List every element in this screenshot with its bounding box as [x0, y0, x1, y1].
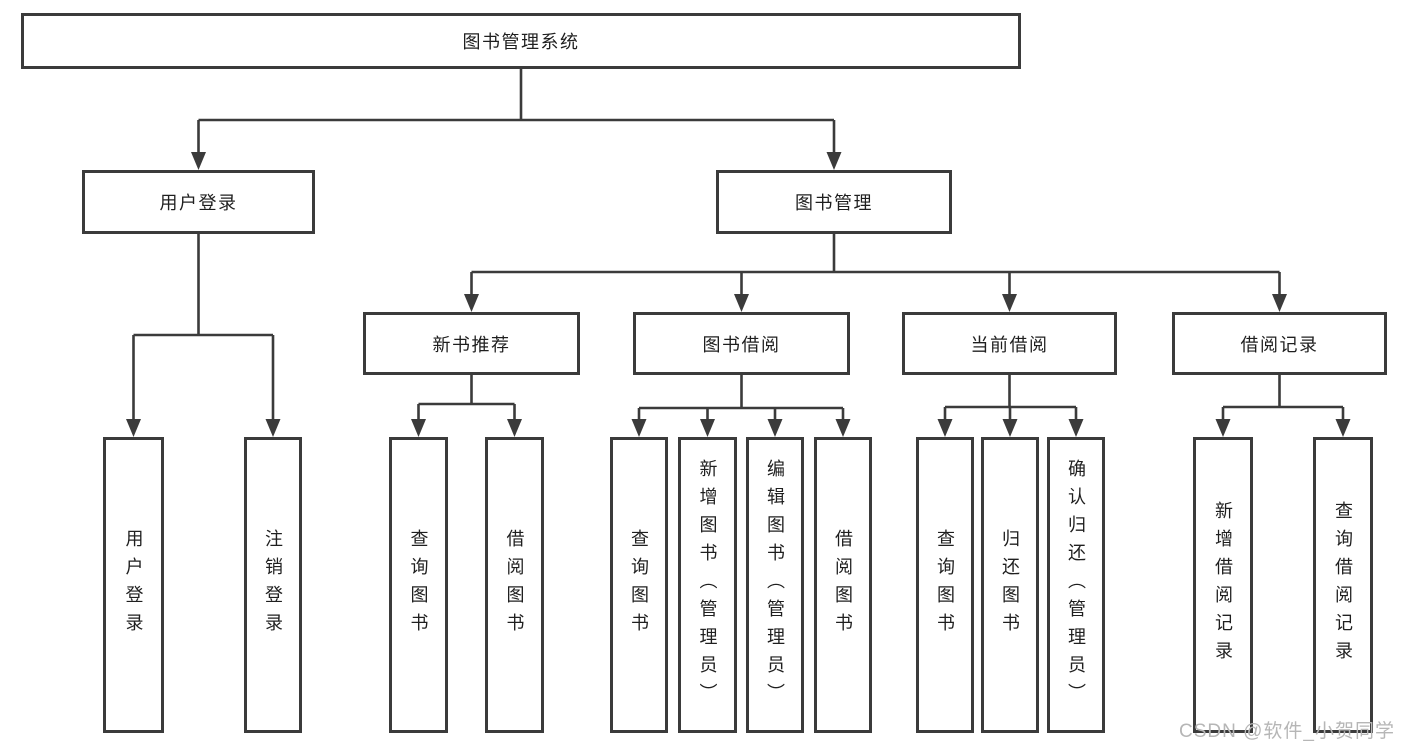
connector-arrowheads [126, 152, 1351, 437]
arrowhead [631, 419, 647, 437]
leaf-user-login: 用户登录 [103, 437, 164, 733]
leaf-borrow-books-recommend: 借阅图书 [485, 437, 544, 733]
arrowhead [1002, 419, 1018, 437]
edge-userlogin-to-leaves [132, 233, 275, 421]
arrowhead [937, 419, 953, 437]
arrowhead [734, 294, 749, 312]
arrowhead [767, 419, 783, 437]
node-label: 用户登录 [123, 529, 144, 641]
leaf-query-books-recommend: 查询图书 [389, 437, 448, 733]
leaf-query-books-current: 查询图书 [916, 437, 974, 733]
leaf-add-books-admin: 新增图书（管理员） [678, 437, 737, 733]
arrowhead [1215, 419, 1231, 437]
node-label: 图书管理系统 [462, 32, 580, 52]
node-label: 新增图书（管理员） [697, 459, 718, 711]
arrowhead [835, 419, 851, 437]
edge-records-to-leaves [1221, 375, 1345, 421]
node-label: 编辑图书（管理员） [765, 459, 785, 711]
arrowhead [826, 152, 842, 170]
node-current-borrowing: 当前借阅 [902, 312, 1117, 375]
node-label: 查询图书 [629, 529, 649, 641]
watermark: CSDN @软件_小贺同学 [1179, 721, 1395, 742]
edge-bookmgmt-to-level3 [470, 233, 1281, 296]
node-book-management: 图书管理 [716, 170, 952, 234]
leaf-edit-books-admin: 编辑图书（管理员） [746, 437, 804, 733]
leaf-return-books: 归还图书 [981, 437, 1039, 733]
node-label: 查询借阅记录 [1333, 501, 1353, 669]
leaf-logout: 注销登录 [244, 437, 302, 733]
leaf-borrow-books: 借阅图书 [814, 437, 872, 733]
edge-currentborrow-to-leaves [943, 375, 1078, 421]
node-label: 借阅图书 [833, 529, 853, 641]
leaf-add-borrow-record: 新增借阅记录 [1193, 437, 1253, 733]
connector-edges [132, 68, 1345, 421]
leaf-query-books-borrowing: 查询图书 [610, 437, 668, 733]
arrowhead [265, 419, 281, 437]
node-label: 借阅图书 [504, 529, 525, 641]
node-user-login: 用户登录 [82, 170, 315, 234]
arrowhead [126, 419, 141, 437]
node-label: 图书借阅 [702, 334, 781, 355]
node-label: 查询图书 [408, 529, 429, 641]
node-label: 查询图书 [935, 529, 955, 641]
node-library-management-system: 图书管理系统 [21, 13, 1021, 69]
node-label: 新书推荐 [432, 334, 511, 355]
arrowhead [411, 419, 426, 437]
node-label: 注销登录 [263, 529, 283, 641]
arrowhead [700, 419, 715, 437]
arrowhead [191, 152, 206, 170]
arrowhead [1272, 294, 1287, 312]
node-label: 新增借阅记录 [1213, 501, 1233, 669]
node-label: 当前借阅 [970, 334, 1049, 355]
node-label: 确认归还（管理员） [1066, 459, 1086, 711]
arrowhead [1335, 419, 1351, 437]
arrowhead [464, 294, 479, 312]
leaf-query-borrow-record: 查询借阅记录 [1313, 437, 1373, 733]
node-borrowing-records: 借阅记录 [1172, 312, 1387, 375]
node-book-borrowing: 图书借阅 [633, 312, 850, 375]
edge-bookborrow-to-leaves [637, 375, 845, 421]
node-label: 借阅记录 [1240, 334, 1319, 355]
edge-root-to-level2 [197, 68, 836, 154]
arrowhead [507, 419, 522, 437]
node-new-book-recommend: 新书推荐 [363, 312, 580, 375]
leaf-confirm-return-admin: 确认归还（管理员） [1047, 437, 1105, 733]
node-label: 用户登录 [159, 193, 238, 213]
node-label: 图书管理 [795, 193, 873, 213]
edge-newbook-to-leaves [417, 375, 516, 421]
arrowhead [1068, 419, 1084, 437]
arrowhead [1002, 294, 1017, 312]
node-label: 归还图书 [1000, 529, 1020, 641]
